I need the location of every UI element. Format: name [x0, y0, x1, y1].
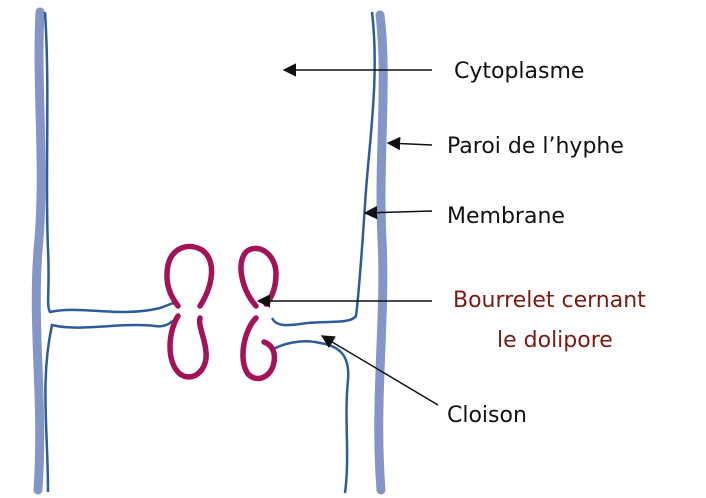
- label-cloison: Cloison: [447, 405, 527, 427]
- membrane-lower-left: [45, 320, 175, 492]
- label-membrane: Membrane: [447, 206, 565, 228]
- membrane-upper-left: [45, 12, 175, 312]
- bourrelet-right: [241, 248, 276, 378]
- hypha-wall-right: [379, 15, 383, 490]
- label-paroi-hyphe: Paroi de l’hyphe: [447, 136, 624, 158]
- membrane-lower-right: [272, 341, 348, 493]
- bourrelet-left: [167, 246, 212, 376]
- hypha-wall-left: [36, 12, 41, 490]
- arrow-paroi: [388, 143, 432, 145]
- membrane-upper-right: [272, 12, 375, 325]
- label-bourrelet-line2: le dolipore: [497, 330, 613, 352]
- label-cytoplasme: Cytoplasme: [454, 61, 584, 83]
- arrow-membrane: [365, 211, 432, 213]
- label-bourrelet-line1: Bourrelet cernant: [453, 290, 646, 312]
